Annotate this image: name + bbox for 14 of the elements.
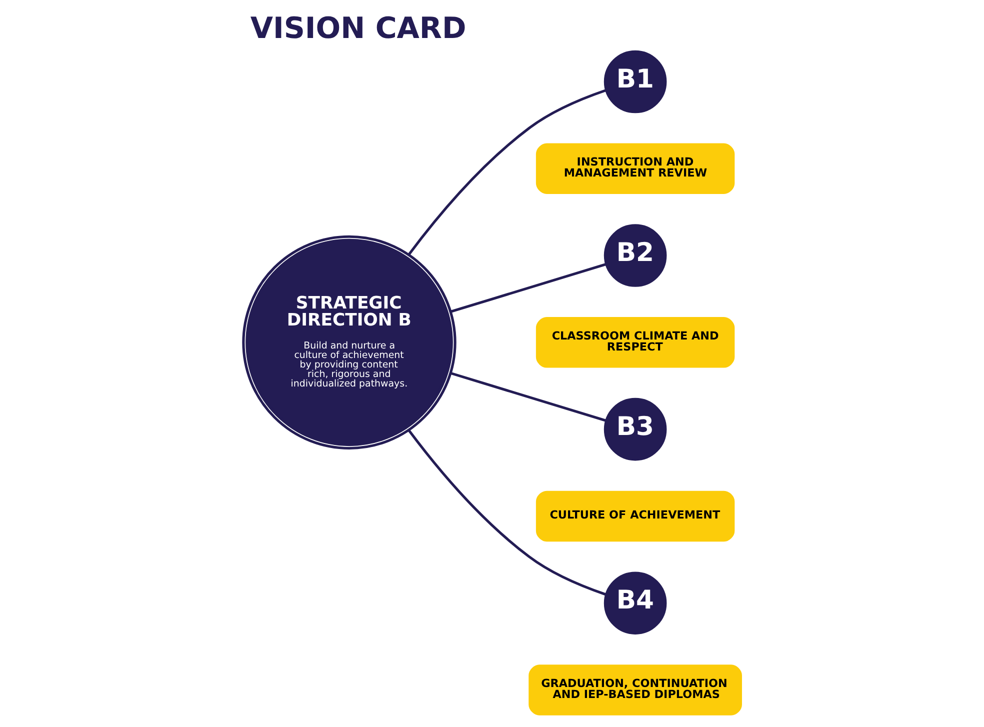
node-circle: B1 <box>603 50 666 114</box>
connector <box>407 429 606 596</box>
connector <box>450 372 606 422</box>
node-box: INSTRUCTION AND MANAGEMENT REVIEW <box>535 143 734 194</box>
node-box: GRADUATION, CONTINUATION AND IEP-BASED DIPLOMAS <box>528 664 742 716</box>
node-box: CULTURE OF ACHIEVEMENT <box>535 490 734 542</box>
connector <box>450 263 606 313</box>
node-circle: STRATEGIC DIRECTION B Build and nurture a culture of achievement by providing content rich, rigorous and individualized pathways. <box>242 235 456 450</box>
diagram-title: VISION CARD <box>250 11 466 46</box>
node-circle: B3 <box>603 398 666 461</box>
connector <box>407 89 606 256</box>
node-box: CLASSROOM CLIMATE AND RESPECT <box>535 317 734 368</box>
node-circle: B2 <box>603 224 666 287</box>
node-circle: B4 <box>603 572 666 634</box>
